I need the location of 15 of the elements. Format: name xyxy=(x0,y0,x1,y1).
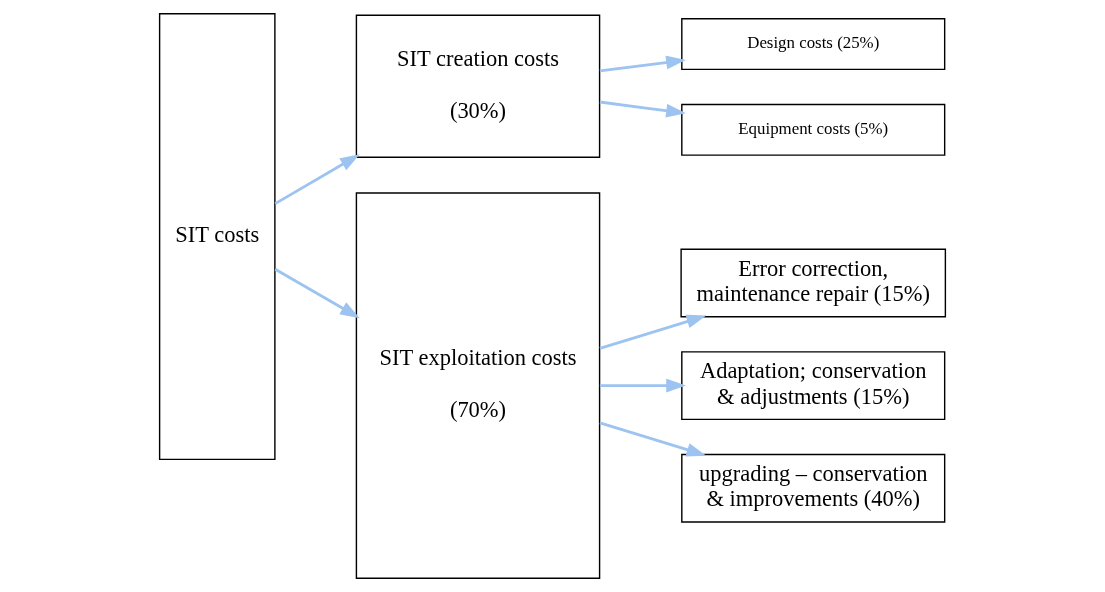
node-box: Adaptation; conservation & adjustments (15%) xyxy=(681,351,946,421)
arrow xyxy=(599,378,686,393)
arrow xyxy=(599,314,707,350)
node-box: SIT creation costs (30%) xyxy=(355,14,601,158)
arrow xyxy=(274,154,360,205)
node-box: Error correction, maintenance repair (15%) xyxy=(680,248,947,318)
node-box: upgrading – conservation & improvements (40%) xyxy=(681,453,946,523)
arrow xyxy=(274,268,360,319)
node-box: SIT exploitation costs (70%) xyxy=(355,192,601,579)
arrow xyxy=(599,100,686,118)
node-box: Design costs (25%) xyxy=(681,18,946,71)
node-box: SIT costs xyxy=(158,13,276,461)
arrow xyxy=(599,421,707,457)
node-box: Equipment costs (5%) xyxy=(681,103,946,156)
arrow xyxy=(599,55,686,73)
